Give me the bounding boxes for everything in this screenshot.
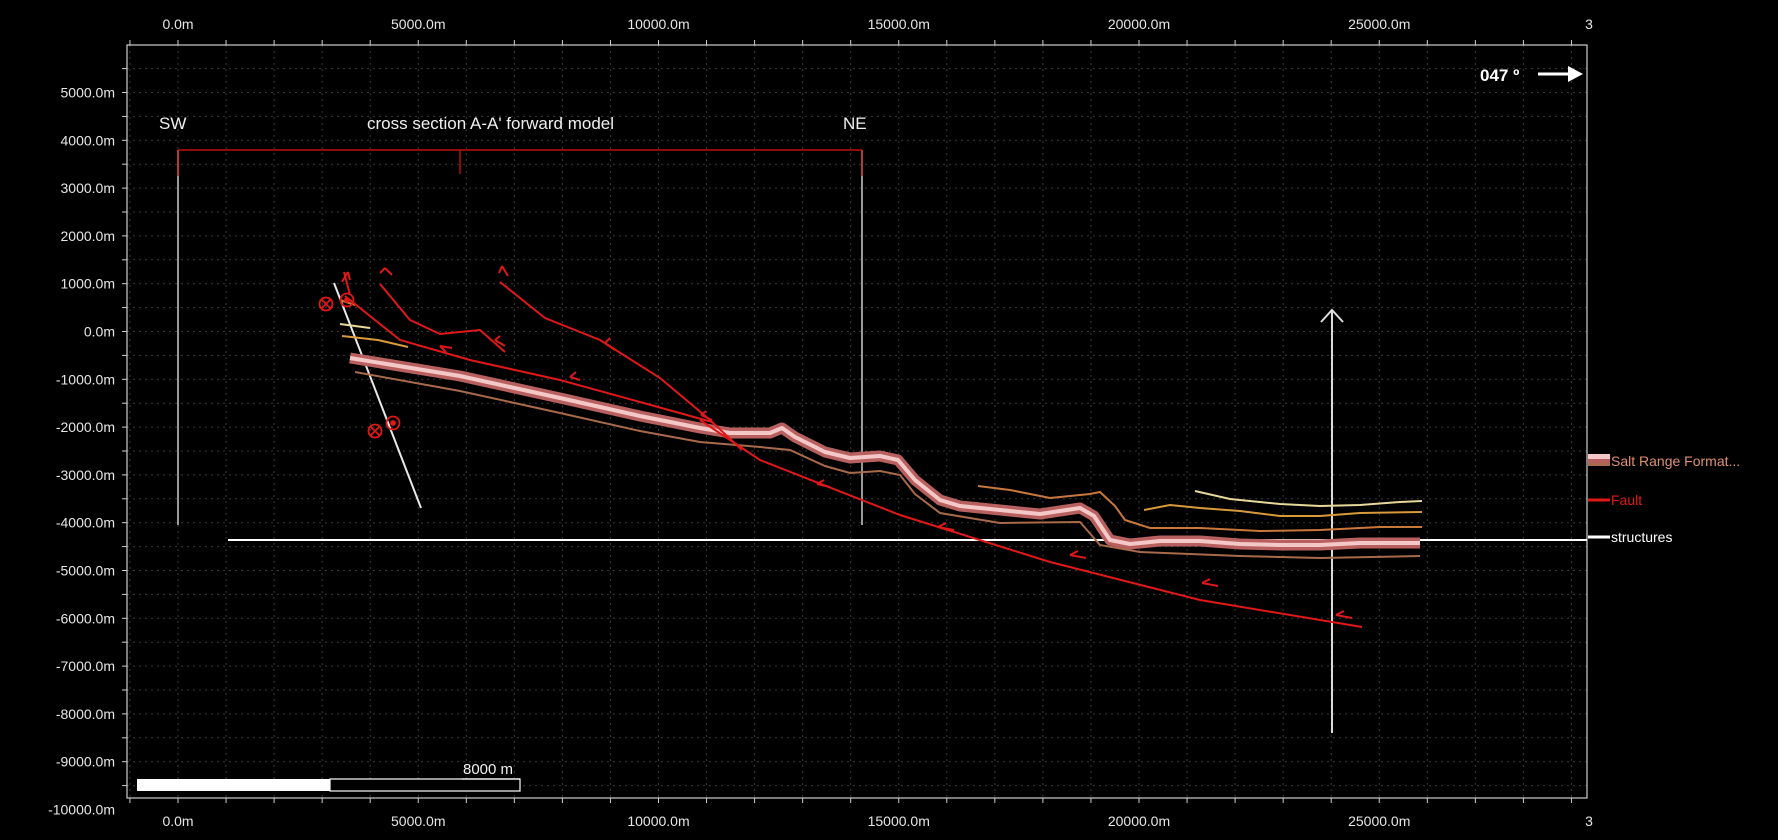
x-tick-label: 0.0m	[162, 813, 193, 829]
direction-indicator: 047 º	[1480, 66, 1583, 85]
legend[interactable]: Salt Range Format... Fault structures	[1588, 453, 1740, 545]
salt-horizon-inner	[349, 356, 1420, 547]
y-tick-label: -9000.0m	[56, 754, 115, 770]
slip-arrow	[1201, 578, 1219, 587]
into-page-icon	[367, 423, 383, 439]
x-tick-label: 3	[1585, 16, 1593, 32]
y-axis: 5000.0m 4000.0m 3000.0m 2000.0m 1000.0m 0.0m -…	[48, 68, 127, 818]
y-tick-label: -10000.0m	[48, 802, 115, 818]
scale-bar-filled	[137, 779, 330, 791]
orange-horizon-left	[341, 335, 409, 348]
x-tick-label: 10000.0m	[627, 813, 689, 829]
x-tick-label: 25000.0m	[1348, 16, 1410, 32]
legend-item[interactable]: Salt Range Format...	[1588, 453, 1740, 469]
y-tick-label: 3000.0m	[61, 180, 115, 196]
section-line[interactable]: SW cross section A-A' forward model NE	[159, 114, 867, 525]
scale-bar-label: 8000 m	[463, 761, 513, 778]
legend-label: Salt Range Format...	[1611, 453, 1740, 469]
x-tick-label: 25000.0m	[1348, 813, 1410, 829]
out-of-page-icon	[339, 292, 355, 308]
yellow-horizon-right	[1194, 490, 1423, 508]
slip-arrow	[439, 345, 453, 353]
x-tick-label: 20000.0m	[1108, 813, 1170, 829]
legend-item[interactable]: structures	[1588, 529, 1672, 545]
x-tick-label: 5000.0m	[391, 16, 445, 32]
brown-horizon-lower	[354, 371, 1421, 560]
slip-arrow	[569, 371, 581, 381]
slip-arrow	[498, 265, 509, 277]
y-tick-label: 1000.0m	[61, 276, 115, 292]
into-page-icon	[318, 296, 334, 312]
y-tick-label: -7000.0m	[56, 658, 115, 674]
arrow-right-icon	[1538, 66, 1583, 82]
fault-thrust-2	[379, 283, 506, 353]
steep-structure-line[interactable]	[333, 282, 422, 509]
section-left-label: SW	[159, 114, 186, 133]
y-tick-label: 0.0m	[84, 324, 115, 340]
slip-arrow	[1335, 610, 1353, 619]
yellow-horizon-left	[339, 323, 371, 329]
out-of-page-icon	[385, 415, 401, 431]
x-tick-label: 15000.0m	[868, 16, 930, 32]
slip-arrow	[937, 522, 955, 531]
scale-bar-empty	[329, 778, 521, 792]
legend-item[interactable]: Fault	[1588, 492, 1642, 508]
x-tick-label: 15000.0m	[868, 813, 930, 829]
x-tick-label: 20000.0m	[1108, 16, 1170, 32]
y-tick-label: 2000.0m	[61, 228, 115, 244]
slip-arrow	[341, 271, 351, 283]
vertical-arrow-icon[interactable]	[1320, 308, 1344, 733]
y-tick-label: -5000.0m	[56, 563, 115, 579]
faults[interactable]	[343, 271, 1363, 628]
y-tick-label: -1000.0m	[56, 371, 115, 387]
x-axis-bottom: 0.0m 5000.0m 10000.0m 15000.0m 20000.0m 25000…	[129, 798, 1593, 829]
fault-upper-long	[499, 281, 743, 451]
slip-arrow	[700, 410, 713, 421]
y-tick-label: -4000.0m	[56, 515, 115, 531]
section-title: cross section A-A' forward model	[367, 114, 614, 133]
slip-arrow	[379, 267, 393, 276]
x-tick-label: 3	[1585, 813, 1593, 829]
x-tick-label: 10000.0m	[627, 16, 689, 32]
orange-horizon-right	[1143, 503, 1423, 517]
slip-arrow	[494, 335, 506, 347]
horizon-swatch-icon	[1588, 454, 1610, 466]
y-tick-label: -6000.0m	[56, 610, 115, 626]
legend-label: Fault	[1611, 492, 1642, 508]
y-tick-label: -8000.0m	[56, 706, 115, 722]
fault-slip-arrows	[341, 265, 1353, 619]
x-tick-label: 0.0m	[162, 16, 193, 32]
scale-bar: 8000 m	[137, 761, 521, 792]
y-tick-label: 4000.0m	[61, 132, 115, 148]
slip-arrow	[1069, 550, 1087, 559]
y-tick-label: 5000.0m	[61, 85, 115, 101]
strike-slip-symbols	[318, 292, 401, 439]
horizons[interactable]	[339, 299, 1423, 560]
y-tick-label: -3000.0m	[56, 467, 115, 483]
x-tick-label: 5000.0m	[391, 813, 445, 829]
slip-arrow	[816, 479, 831, 488]
y-tick-label: -2000.0m	[56, 419, 115, 435]
fault-thrust-1	[344, 295, 713, 423]
brown-horizon-right	[977, 485, 1422, 533]
slip-arrow	[604, 337, 616, 351]
legend-label: structures	[1611, 529, 1672, 545]
x-axis-top: 0.0m 5000.0m 10000.0m 15000.0m 20000.0m 25000…	[129, 16, 1593, 45]
plot-frame	[126, 44, 1588, 799]
fault-main	[699, 419, 1363, 628]
direction-label: 047 º	[1480, 66, 1519, 85]
section-right-label: NE	[843, 114, 867, 133]
